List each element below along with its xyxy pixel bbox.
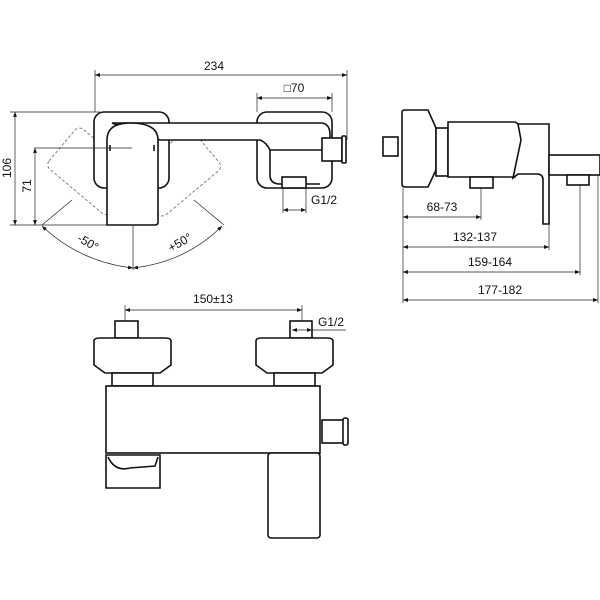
dim-outlet-thread: G1/2 xyxy=(311,193,337,207)
side-connector xyxy=(321,137,343,162)
dim-rotation-right: +50° xyxy=(166,230,195,255)
angle-arc-right xyxy=(132,225,223,270)
dim-height: 106 xyxy=(0,158,14,178)
top-view: 234 □70 G1/2 106 71 -50° +50° xyxy=(0,59,348,270)
outlet-nozzle xyxy=(281,176,307,189)
inlet-nut xyxy=(469,176,494,189)
extension-line xyxy=(41,199,73,226)
knob-right xyxy=(255,337,334,374)
dim-inlet-spacing: 150±13 xyxy=(193,292,233,306)
extension-line xyxy=(193,199,225,226)
dim-overall-width: 234 xyxy=(204,59,224,73)
knob xyxy=(401,109,437,188)
dim-inlet: 68-73 xyxy=(427,200,458,214)
side-connector-flange xyxy=(342,417,349,446)
inlet-stub-right xyxy=(289,320,313,339)
dim-handle-height: 71 xyxy=(20,179,34,193)
dim-inlet-thread: G1/2 xyxy=(318,315,344,329)
body xyxy=(105,385,321,454)
inlet-stub xyxy=(382,136,399,157)
dim-plate-size: □70 xyxy=(284,81,305,95)
knob-neck-right xyxy=(273,372,316,387)
body xyxy=(447,121,526,178)
side-connector xyxy=(321,419,345,444)
lever xyxy=(267,452,321,539)
spout xyxy=(105,454,161,489)
side-connector-flange xyxy=(341,135,347,164)
knob-neck-left xyxy=(111,372,154,387)
outlet-body xyxy=(269,150,320,185)
spout xyxy=(548,154,600,176)
knob-left xyxy=(93,337,172,374)
dim-outlet: 159-164 xyxy=(468,255,512,269)
dim-lever: 132-137 xyxy=(453,230,497,244)
lever xyxy=(511,123,550,225)
spout-curve xyxy=(107,456,159,470)
angle-arc-left xyxy=(41,225,134,270)
side-view: 68-73 132-137 159-164 177-182 xyxy=(382,109,600,303)
inlet-stub-left xyxy=(114,320,139,339)
dim-rotation-left: -50° xyxy=(75,231,101,254)
front-view: 150±13 G1/2 xyxy=(93,292,349,539)
spout-arm xyxy=(111,122,331,151)
outlet-nut xyxy=(566,174,590,186)
handle xyxy=(106,122,159,226)
dim-total: 177-182 xyxy=(478,283,522,297)
knob-neck xyxy=(435,127,449,177)
